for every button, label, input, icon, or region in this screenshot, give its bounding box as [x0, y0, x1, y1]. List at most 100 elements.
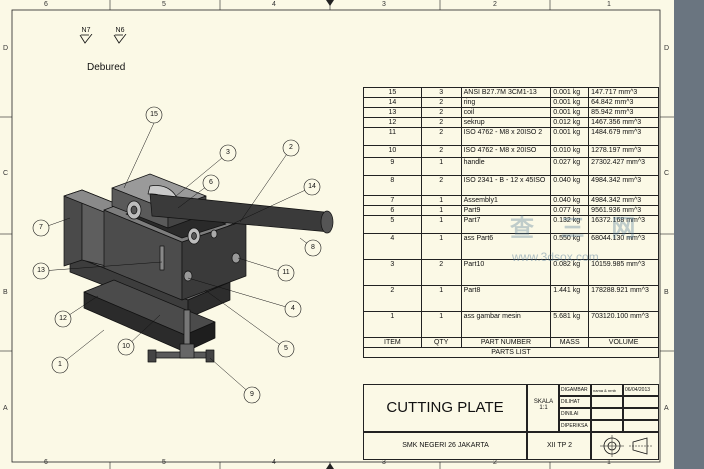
zone-label-top: 6: [44, 1, 48, 8]
viewer-side-panel: [674, 0, 704, 469]
parts-list-title: PARTS LIST: [363, 347, 659, 358]
cell-volume: 85.942 mm^3: [588, 107, 659, 118]
cell-qty: 1: [420, 157, 462, 176]
cell-volume: 64.842 mm^3: [588, 97, 659, 108]
sheet-frame: [0, 0, 674, 469]
zone-label-bottom: 6: [44, 459, 48, 466]
zone-label-bottom: 5: [162, 459, 166, 466]
cell-part-number: sekrup: [460, 117, 552, 128]
parts-list-title-row: PARTS LIST: [363, 347, 659, 358]
blank-cell: [591, 408, 623, 420]
zone-label-right: A: [664, 405, 669, 412]
cell-volume: 1278.197 mm^3: [588, 145, 659, 158]
zone-label-left: A: [3, 405, 8, 412]
cell-qty: 2: [420, 97, 462, 108]
cell-item: 15: [363, 87, 422, 98]
cell-part-number: ring: [460, 97, 552, 108]
blank-cell: [591, 420, 623, 432]
title-block: CUTTING PLATE SKALA 1:1 DIGAMBAR nama & …: [363, 384, 659, 460]
cell-qty: 2: [420, 259, 462, 286]
cell-qty: 2: [420, 145, 462, 158]
role-diperiksa: DIPERIKSA: [559, 420, 591, 432]
cell-qty: 2: [420, 107, 462, 118]
cell-mass: 0.027 kg: [550, 157, 590, 176]
balloon-callout: 9: [250, 391, 254, 398]
zone-label-bottom: 3: [382, 459, 386, 466]
finish-triangle-icon: [79, 33, 93, 44]
balloon-callout: 5: [284, 345, 288, 352]
drawn-date: 06/04/2013: [623, 384, 659, 396]
cell-mass: 0.001 kg: [550, 127, 590, 146]
projection-symbol-cell: [591, 432, 659, 460]
cell-item: 9: [363, 157, 422, 176]
cell-mass: 0.001 kg: [550, 97, 590, 108]
zone-label-top: 4: [272, 1, 276, 8]
cell-part-number: Part8: [460, 285, 552, 312]
cell-volume: 703120.100 mm^3: [588, 311, 659, 338]
cell-item: 10: [363, 145, 422, 158]
zone-label-bottom: 2: [493, 459, 497, 466]
scale-value: 1:1: [539, 405, 548, 411]
zone-label-left: C: [3, 170, 9, 177]
cell-qty: 1: [420, 233, 462, 260]
balloon-callout: 12: [59, 315, 67, 322]
cell-volume: 1484.679 mm^3: [588, 127, 659, 146]
cell-volume: 147.717 mm^3: [588, 87, 659, 98]
balloon-callout: 3: [226, 149, 230, 156]
zone-label-right: D: [664, 45, 670, 52]
cell-part-number: ass Part6: [460, 233, 552, 260]
balloon-callout: 2: [289, 144, 293, 151]
zone-label-left: B: [3, 289, 8, 296]
balloon-callout: 14: [308, 183, 316, 190]
drawing-title: CUTTING PLATE: [363, 384, 527, 432]
cell-qty: 1: [420, 285, 462, 312]
cell-mass: 0.001 kg: [550, 87, 590, 98]
cell-qty: 1: [420, 215, 462, 234]
surface-finish-label: N7: [81, 27, 91, 34]
role-dilihat: DILIHAT: [559, 396, 591, 408]
cell-volume: 4984.342 mm^3: [588, 195, 659, 206]
header-mass: MASS: [550, 337, 590, 348]
balloon-callout: 6: [209, 179, 213, 186]
cell-item: 2: [363, 285, 422, 312]
surface-finish-label: N6: [115, 27, 125, 34]
assembly-isometric-view: [63, 173, 334, 363]
balloon-callout: 11: [282, 269, 290, 276]
drawn-name: nama & nrnb: [591, 384, 623, 396]
cell-qty: 1: [420, 205, 462, 216]
balloon-callout: 15: [150, 111, 158, 118]
cell-item: 4: [363, 233, 422, 260]
zone-label-bottom: 4: [272, 459, 276, 466]
cell-mass: 0.012 kg: [550, 117, 590, 128]
cell-mass: 0.082 kg: [550, 259, 590, 286]
cell-mass: 0.001 kg: [550, 107, 590, 118]
balloon-callout: 10: [122, 343, 130, 350]
surface-finish-symbol: N6: [113, 27, 127, 46]
balloon-callout: 13: [37, 267, 45, 274]
zone-label-top: 2: [493, 1, 497, 8]
finish-triangle-icon: [113, 33, 127, 44]
zone-label-top: 3: [382, 1, 386, 8]
cell-qty: 3: [420, 87, 462, 98]
cell-item: 12: [363, 117, 422, 128]
cell-mass: 1.441 kg: [550, 285, 590, 312]
cell-item: 14: [363, 97, 422, 108]
zone-label-right: C: [664, 170, 670, 177]
balloon-callout: 4: [291, 305, 295, 312]
blank-cell: [591, 396, 623, 408]
role-digambar: DIGAMBAR: [559, 384, 591, 396]
scale-cell: SKALA 1:1: [527, 384, 559, 432]
cell-item: 5: [363, 215, 422, 234]
cell-part-number: Assembly1: [460, 195, 552, 206]
first-angle-projection-icon: [600, 435, 653, 457]
